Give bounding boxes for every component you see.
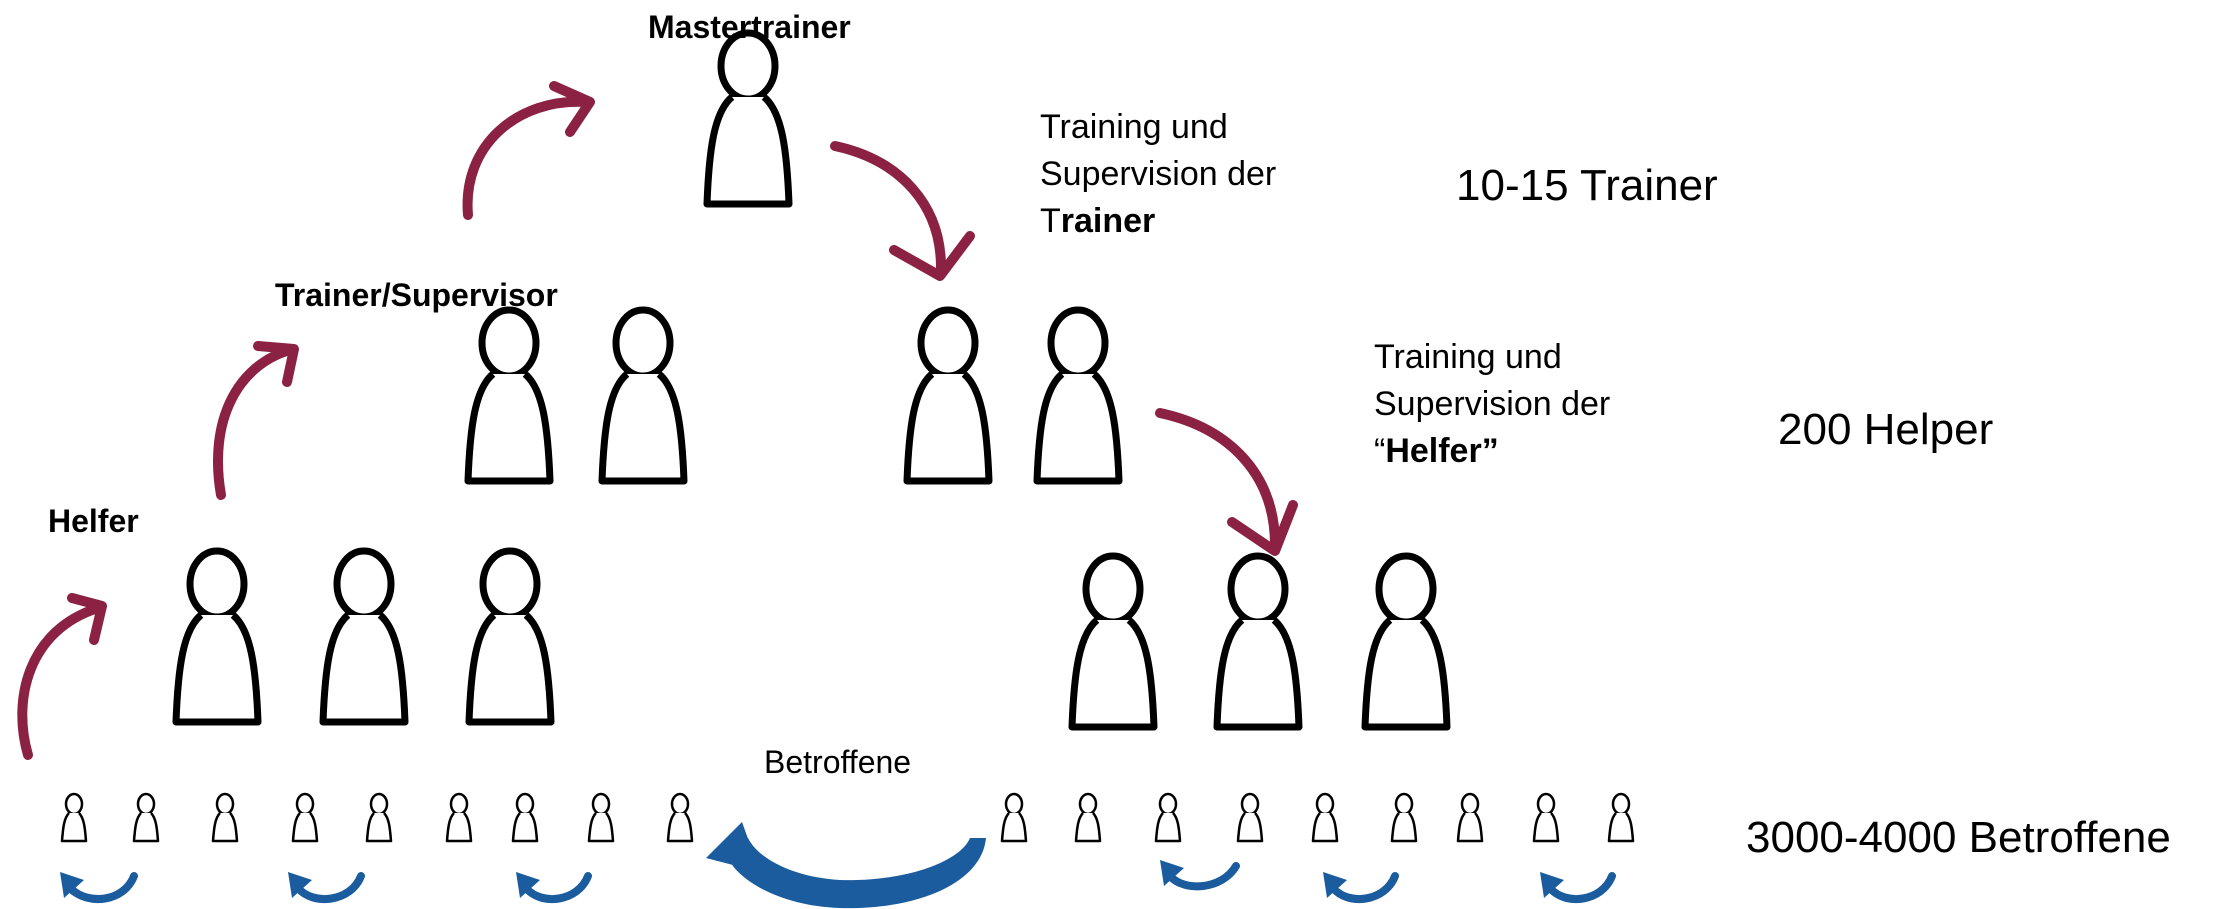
betroffene-figure [365, 792, 393, 843]
trainer-figure [907, 310, 989, 481]
betroffene-figure [60, 792, 88, 843]
peer-arrow-icon [1323, 872, 1399, 904]
mastertrainer-label: Mastertrainer [648, 9, 851, 45]
betroffene-figure [1607, 792, 1635, 843]
annotation-line: Training und [1374, 338, 1562, 376]
annotation-prefix: T [1040, 202, 1061, 240]
betroffene-label: Betroffene [764, 744, 912, 780]
down-arrow-icon [830, 141, 975, 281]
down-arrows [830, 141, 1298, 556]
trainer-count: 10-15 Trainer [1456, 161, 1718, 210]
helfer-figure [1072, 556, 1154, 727]
betroffene-figure [1311, 792, 1339, 843]
betroffene-figure [1390, 792, 1418, 843]
betroffene-figure [1236, 792, 1264, 843]
annotation-line: “Helfer” [1374, 428, 1610, 475]
peer-arrow-icon [288, 872, 365, 904]
helfer-figure [469, 551, 551, 722]
peer-arrow-icon [516, 872, 592, 904]
helper-count: 200 Helper [1778, 405, 1994, 454]
up-arrow-icon [462, 81, 595, 220]
peer-arrow-icon [1160, 860, 1240, 891]
up-arrow-icon [213, 341, 299, 500]
betroffene-figure [666, 792, 694, 843]
annotation-line: Supervision der [1040, 155, 1277, 193]
betroffene-figure [1456, 792, 1484, 843]
helfer-figure [1365, 556, 1447, 727]
helfer-figure [323, 551, 405, 722]
trainer-training-annotation: Training und Supervision der Trainer [1040, 104, 1276, 245]
helfer-figure [1217, 556, 1299, 727]
large-peer-arrow-icon [706, 822, 986, 909]
betroffene-figure [1532, 792, 1560, 843]
betroffene-figure [291, 792, 319, 843]
peer-arrow-icon [60, 872, 138, 904]
betroffene-figure [132, 792, 160, 843]
annotation-emphasis: Helfer” [1385, 432, 1499, 470]
up-arrows [17, 81, 595, 760]
down-arrow-icon [1155, 408, 1298, 556]
betroffene-figure [1074, 792, 1102, 843]
annotation-line: Trainer [1040, 198, 1276, 245]
trainer-figure [602, 310, 684, 481]
peer-arrows [60, 860, 1616, 904]
mastertrainer-figure [707, 33, 789, 204]
trainer-supervisor-label: Trainer/Supervisor [275, 277, 558, 313]
betroffene-figure [1154, 792, 1182, 843]
up-arrow-icon [17, 593, 107, 760]
betroffene-figure [1000, 792, 1028, 843]
helfer-label: Helfer [48, 503, 139, 539]
betroffene-figure [511, 792, 539, 843]
helfer-training-annotation: Training und Supervision der “Helfer” [1374, 334, 1610, 475]
betroffene-figure [211, 792, 239, 843]
betroffene-count: 3000-4000 Betroffene [1746, 813, 2171, 862]
helfer-figure [176, 551, 258, 722]
betroffene-figure [587, 792, 615, 843]
peer-arrow-icon [1540, 872, 1616, 904]
betroffene-figure [445, 792, 473, 843]
annotation-prefix: “ [1374, 432, 1386, 470]
annotation-line: Supervision der [1374, 385, 1611, 423]
annotation-line: Training und [1040, 108, 1228, 146]
betroffene-figures [60, 792, 1635, 843]
trainer-figure [468, 310, 550, 481]
trainer-figure [1037, 310, 1119, 481]
annotation-emphasis: rainer [1060, 202, 1156, 240]
